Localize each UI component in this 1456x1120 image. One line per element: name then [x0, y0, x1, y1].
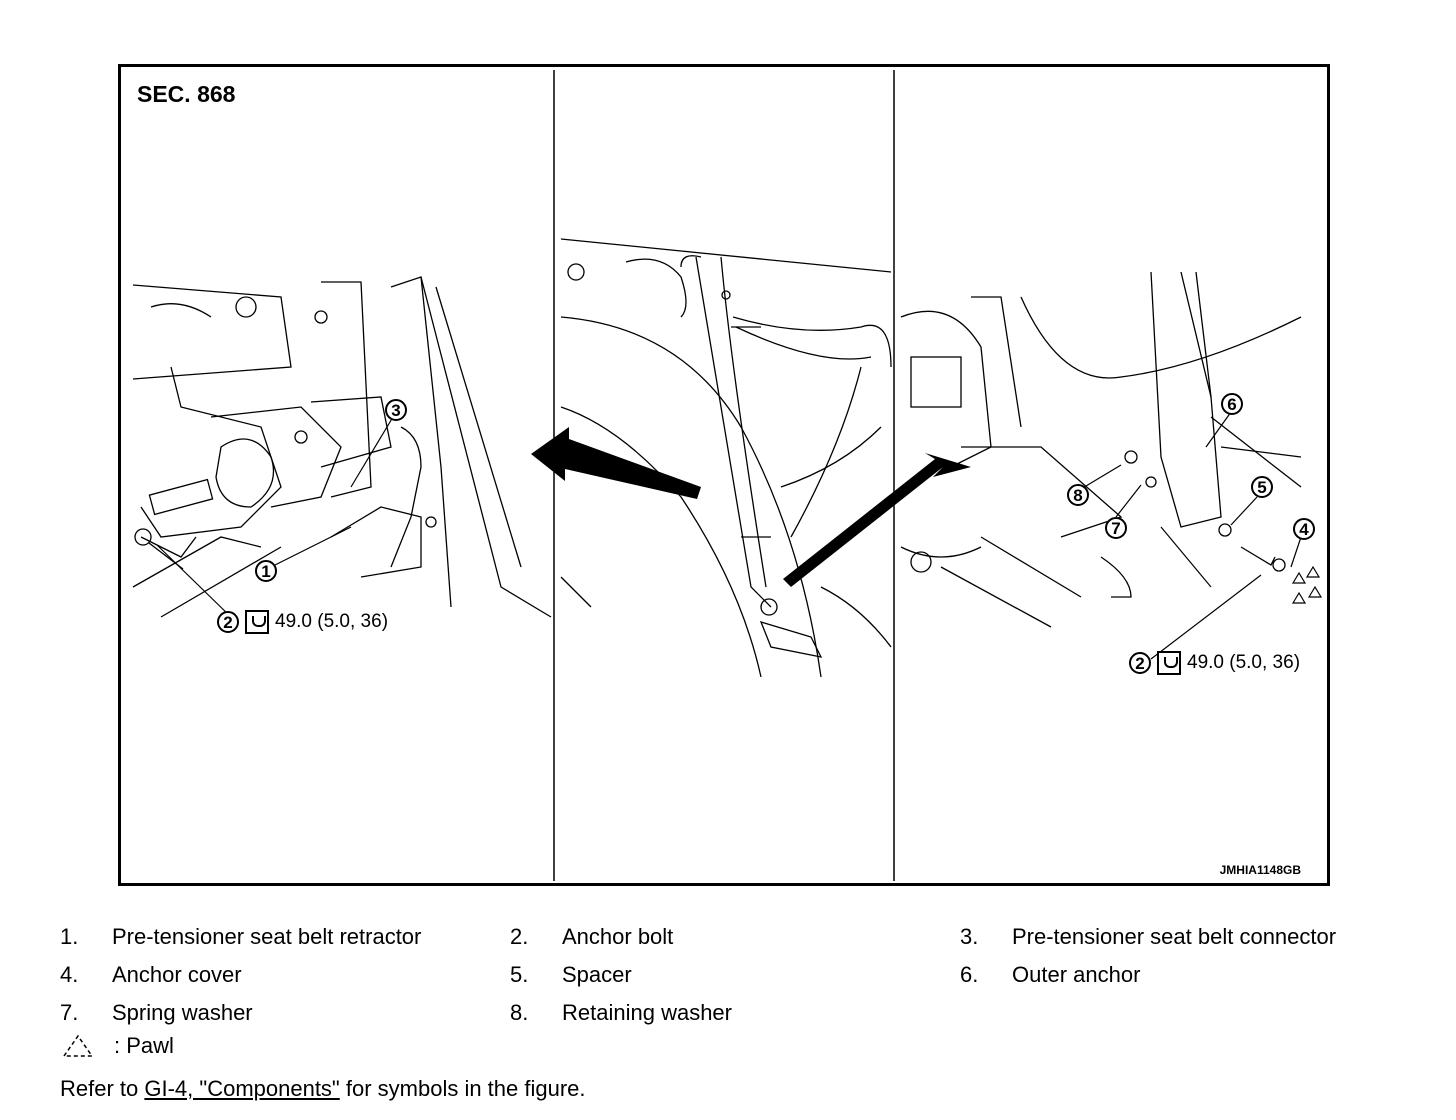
legend-item: 2. Anchor bolt — [510, 924, 960, 950]
legend-label: Outer anchor — [1012, 962, 1141, 987]
figure-frame: SEC. 868 1 3 2 49.0 (5.0, 36) 6 5 4 8 7 … — [118, 64, 1330, 886]
callout-2-right: 2 — [1129, 652, 1151, 674]
components-link[interactable]: GI-4, "Components" — [144, 1076, 340, 1101]
legend-item: 7. Spring washer — [60, 1000, 510, 1026]
callout-4: 4 — [1293, 518, 1315, 540]
right-panel-sketch — [900, 271, 1302, 628]
legend-number: 3. — [960, 924, 979, 949]
figure-drawing — [132, 70, 1323, 881]
left-panel-sketch — [132, 276, 552, 618]
parts-legend: 1. Pre-tensioner seat belt retractor 2. … — [60, 918, 1440, 1032]
legend-row: 1. Pre-tensioner seat belt retractor 2. … — [60, 918, 1440, 956]
legend-item: 8. Retaining washer — [510, 1000, 960, 1026]
legend-label: Retaining washer — [562, 1000, 732, 1025]
legend-item: 5. Spacer — [510, 962, 960, 988]
legend-label: Pre-tensioner seat belt connector — [1012, 924, 1337, 949]
callout-7: 7 — [1105, 517, 1127, 539]
legend-number: 8. — [510, 1000, 529, 1025]
torque-value-right: 49.0 (5.0, 36) — [1187, 652, 1301, 673]
legend-item: 6. Outer anchor — [960, 962, 1410, 988]
callout-6: 6 — [1221, 393, 1243, 415]
pawl-icon — [62, 1034, 94, 1057]
callout-1: 1 — [255, 560, 277, 582]
legend-label: Spacer — [562, 962, 632, 987]
legend-item: 4. Anchor cover — [60, 962, 510, 988]
torque-spec-right: 2 49.0 (5.0, 36) — [1129, 651, 1300, 675]
callout-3: 3 — [385, 399, 407, 421]
legend-number: 5. — [510, 962, 529, 987]
pawl-label: : Pawl — [114, 1033, 174, 1058]
torque-spec-left: 2 49.0 (5.0, 36) — [217, 610, 388, 634]
section-label: SEC. 868 — [137, 81, 236, 107]
legend-label: Pre-tensioner seat belt retractor — [112, 924, 422, 949]
callout-5: 5 — [1251, 476, 1273, 498]
legend-row: 4. Anchor cover 5. Spacer 6. Outer ancho… — [60, 956, 1440, 994]
pawl-marks — [1291, 565, 1323, 604]
legend-item: 1. Pre-tensioner seat belt retractor — [60, 924, 510, 950]
refer-prefix: Refer to — [60, 1076, 145, 1101]
torque-value-left: 49.0 (5.0, 36) — [275, 611, 389, 632]
figure-code: JMHIA1148GB — [1219, 863, 1301, 877]
callout-8: 8 — [1067, 484, 1089, 506]
legend-label: Anchor bolt — [562, 924, 674, 949]
pawl-legend: : Pawl — [60, 1032, 174, 1060]
middle-panel-sketch — [560, 238, 892, 678]
torque-wrench-icon — [245, 610, 269, 634]
legend-item: 3. Pre-tensioner seat belt connector — [960, 924, 1410, 950]
legend-number: 4. — [60, 962, 79, 987]
refer-suffix: for symbols in the figure. — [339, 1076, 586, 1101]
legend-label: Anchor cover — [112, 962, 242, 987]
legend-number: 7. — [60, 1000, 79, 1025]
legend-number: 6. — [960, 962, 979, 987]
legend-label: Spring washer — [112, 1000, 253, 1025]
legend-number: 2. — [510, 924, 529, 949]
torque-wrench-icon — [1157, 651, 1181, 675]
legend-row: 7. Spring washer 8. Retaining washer — [60, 994, 1440, 1032]
callout-2-left: 2 — [217, 611, 239, 633]
legend-number: 1. — [60, 924, 79, 949]
refer-note: Refer to GI-4, "Components" for symbols … — [60, 1076, 586, 1102]
